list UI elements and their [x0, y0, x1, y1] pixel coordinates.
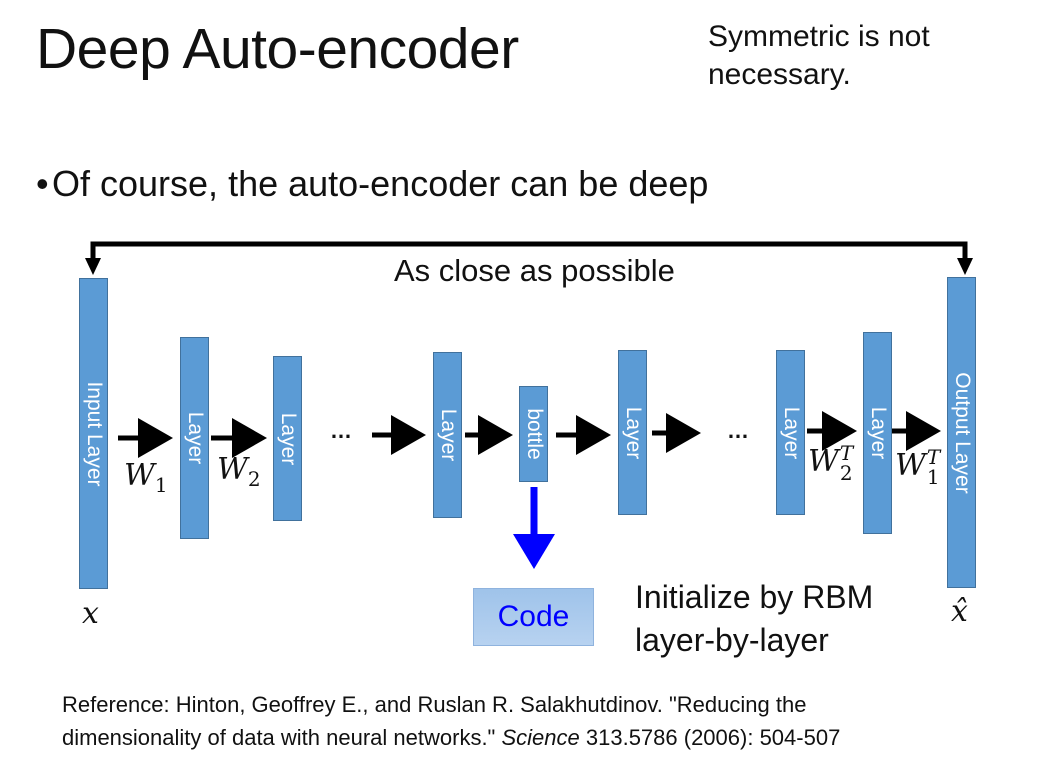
weight-w1: W1: [124, 458, 168, 497]
weight-w1t-subscript: 1: [926, 465, 940, 489]
hidden-layer-3-label: Layer: [436, 408, 460, 462]
hidden-layer-6-label: Layer: [866, 406, 890, 460]
reference-line1: Reference: Hinton, Geoffrey E., and Rusl…: [62, 692, 807, 717]
code-box: Code: [473, 588, 594, 646]
weight-w2: W2: [217, 452, 261, 491]
hidden-layer-4: Layer: [618, 350, 647, 515]
weight-w2t-superscript: T: [839, 441, 854, 465]
symmetric-note-line2: necessary.: [708, 57, 851, 91]
feedback-connector: [90, 241, 968, 262]
reference-line2-end: 313.5786 (2006): 504-507: [579, 725, 841, 750]
hidden-layer-3: Layer: [433, 352, 462, 518]
bottleneck-layer: bottle: [519, 386, 548, 482]
output-layer: Output Layer: [947, 277, 976, 588]
feedback-arrow-right-icon: [957, 258, 973, 275]
ellipsis-right: …: [727, 418, 750, 443]
feedback-label: As close as possible: [394, 253, 675, 288]
weight-w2-base: W: [217, 452, 248, 487]
symmetric-note-line1: Symmetric is not: [708, 20, 930, 53]
reference-line2: dimensionality of data with neural netwo…: [62, 721, 840, 754]
slide-title: Deep Auto-encoder: [36, 17, 519, 81]
bottleneck-layer-label: bottle: [522, 408, 546, 460]
hidden-layer-2-label: Layer: [276, 412, 300, 465]
hidden-layer-4-label: Layer: [621, 406, 645, 459]
weight-w1t-superscript: T: [926, 445, 941, 469]
hidden-layer-6: Layer: [863, 332, 892, 534]
weight-w2t-base: W: [808, 444, 839, 479]
weight-w1t-base: W: [895, 448, 926, 483]
init-note-line1: Initialize by RBM: [635, 579, 874, 615]
hidden-layer-1-label: Layer: [183, 411, 207, 465]
ellipsis-left: …: [330, 418, 353, 443]
output-symbol-x-hat: x̂: [951, 594, 968, 629]
weight-w1-subscript: 1: [154, 473, 168, 497]
init-note-line2: layer-by-layer: [635, 622, 829, 659]
reference-journal: Science: [501, 725, 580, 750]
weight-w2t-subscript: 2: [839, 461, 853, 485]
input-symbol-x: x: [82, 596, 99, 631]
init-note: Initialize by RBM layer-by-layer: [635, 576, 873, 662]
bullet-marker: •: [36, 163, 49, 204]
feedback-arrow-left-icon: [85, 258, 101, 275]
hidden-layer-1: Layer: [180, 337, 209, 539]
weight-w2-subscript: 2: [247, 467, 261, 491]
hidden-layer-2: Layer: [273, 356, 302, 521]
reference-citation: Reference: Hinton, Geoffrey E., and Rusl…: [62, 688, 840, 754]
input-layer-label: Input Layer: [82, 380, 106, 487]
weight-w1-base: W: [124, 458, 155, 493]
input-layer: Input Layer: [79, 278, 108, 589]
symmetric-note: Symmetric is not necessary.: [708, 18, 930, 93]
bullet-text: Of course, the auto-encoder can be deep: [52, 163, 709, 204]
hidden-layer-5: Layer: [776, 350, 805, 515]
output-layer-label: Output Layer: [950, 371, 974, 494]
hidden-layer-5-label: Layer: [779, 406, 803, 459]
reference-line2-start: dimensionality of data with neural netwo…: [62, 725, 502, 750]
bullet-point: •Of course, the auto-encoder can be deep: [36, 162, 708, 205]
